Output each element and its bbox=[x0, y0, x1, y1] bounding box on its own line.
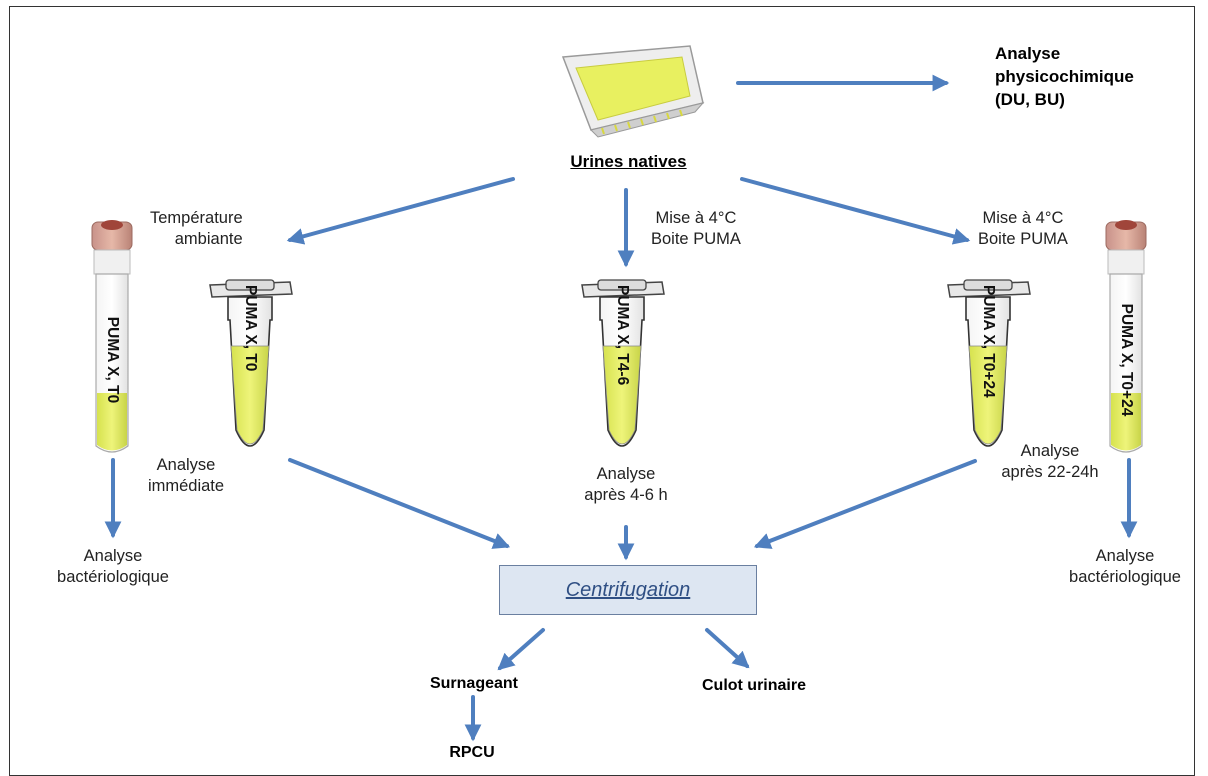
supernatant-label: Surnageant bbox=[429, 675, 518, 692]
immediate-line-2: immédiate bbox=[147, 477, 225, 495]
cold-storage-right-label: Mise à 4°C Boite PUMA bbox=[978, 208, 1068, 250]
rpcu-label: RPCU bbox=[449, 744, 495, 761]
analysis-22-24h-label: Analyse après 22-24h bbox=[990, 441, 1110, 483]
collection-tube-icon bbox=[1105, 220, 1147, 453]
arrows bbox=[104, 74, 1138, 742]
eppendorf-tube-icon bbox=[947, 279, 1031, 447]
analysis-22-24-line-1: Analyse bbox=[1020, 442, 1080, 460]
arrow-to-ambient bbox=[286, 177, 515, 245]
tube-label-eppendorf-t4-6: PUMA X, T4-6 bbox=[614, 285, 631, 386]
physicochemical-line-1: Analyse bbox=[995, 44, 1061, 63]
urinary-pellet-label: Culot urinaire bbox=[701, 677, 806, 694]
immediate-analysis-label: Analyse immédiate bbox=[131, 455, 241, 497]
bacterio-left-line-1: Analyse bbox=[83, 547, 143, 565]
native-urine-label: Urines natives bbox=[570, 152, 687, 171]
bacterio-left-line-2: bactériologique bbox=[57, 568, 169, 586]
physicochemical-analysis-label: Analyse physicochimique (DU, BU) bbox=[995, 42, 1134, 111]
ambient-line-2: ambiante bbox=[174, 230, 243, 248]
tube-label-right: PUMA X, T0+24 bbox=[1118, 303, 1135, 417]
arrow-to-supernatant bbox=[497, 628, 545, 671]
bacterio-right-line-1: Analyse bbox=[1095, 547, 1155, 565]
centrifugation-box: Centrifugation bbox=[499, 565, 757, 615]
physicochemical-line-3: (DU, BU) bbox=[995, 90, 1065, 109]
immediate-line-1: Analyse bbox=[156, 456, 216, 474]
arrow-to-pellet bbox=[705, 628, 750, 669]
cold-center-line-1: Mise à 4°C bbox=[655, 209, 737, 227]
bacteriological-analysis-right-label: Analyse bactériologique bbox=[1050, 546, 1200, 588]
eppendorf-tube-icon bbox=[209, 279, 293, 447]
bacterio-right-line-2: bactériologique bbox=[1069, 568, 1181, 586]
arrow-eppendorf-t0-to-centrifugation bbox=[288, 458, 511, 549]
tube-label-left: PUMA X, T0 bbox=[104, 316, 121, 404]
arrow-to-cold-right bbox=[740, 177, 971, 245]
arrow-22-24-to-centrifugation bbox=[753, 459, 977, 549]
cold-right-line-2: Boite PUMA bbox=[978, 230, 1068, 248]
analysis-4-6h-label: Analyse après 4-6 h bbox=[566, 464, 686, 506]
analysis-22-24-line-2: après 22-24h bbox=[1001, 463, 1099, 481]
tube-label-eppendorf-t0-24: PUMA X, T0+24 bbox=[980, 285, 997, 398]
eppendorf-tube-icon bbox=[581, 279, 665, 447]
centrifugation-label: Centrifugation bbox=[565, 578, 691, 601]
collection-tube-icon bbox=[91, 220, 133, 453]
ambient-temperature-label: Température ambiante bbox=[150, 208, 243, 250]
ambient-line-1: Température bbox=[150, 209, 243, 227]
analysis-4-6-line-1: Analyse bbox=[596, 465, 656, 483]
bacteriological-analysis-left-label: Analyse bactériologique bbox=[38, 546, 188, 588]
cold-storage-center-label: Mise à 4°C Boite PUMA bbox=[651, 208, 741, 250]
physicochemical-line-2: physicochimique bbox=[995, 67, 1134, 86]
cold-center-line-2: Boite PUMA bbox=[651, 230, 741, 248]
analysis-4-6-line-2: après 4-6 h bbox=[584, 486, 668, 504]
tube-label-eppendorf-t0: PUMA X, T0 bbox=[242, 285, 259, 372]
urine-container-icon bbox=[561, 45, 705, 138]
cold-right-line-1: Mise à 4°C bbox=[982, 209, 1064, 227]
